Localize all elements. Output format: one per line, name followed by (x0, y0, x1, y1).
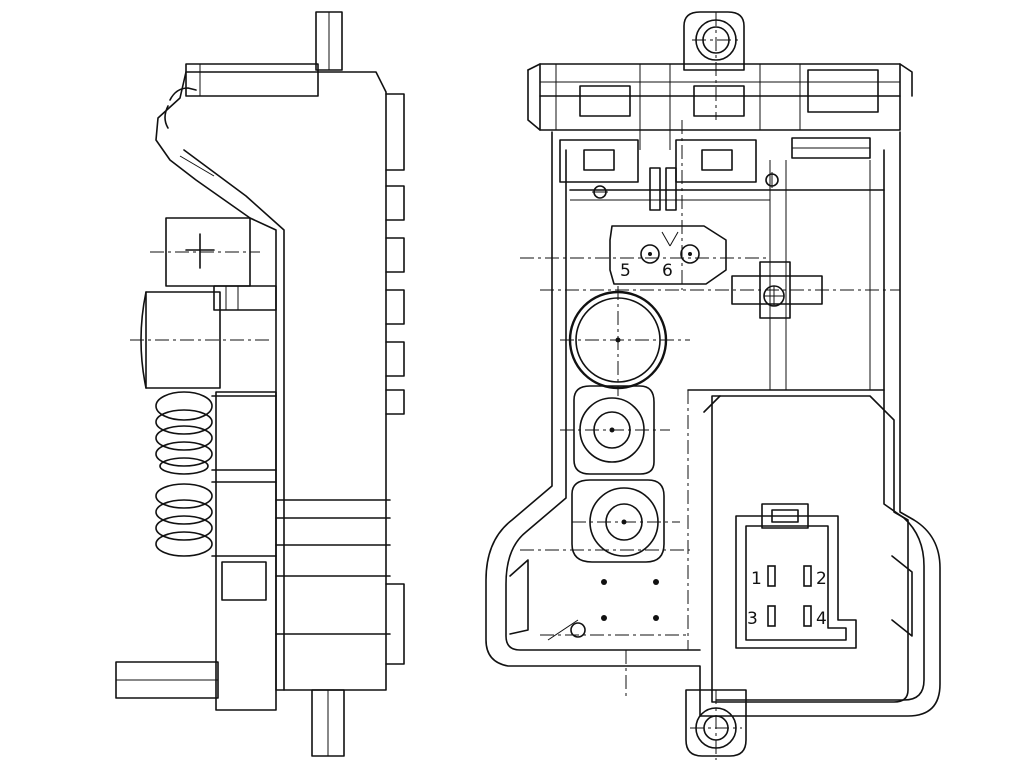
control-module (687, 389, 909, 703)
coil-upper (155, 391, 277, 475)
pin-label-1: 1 (751, 569, 762, 589)
terminal-block-5-6: 5 6 (609, 225, 727, 285)
top-mounting-hole (683, 11, 745, 120)
right-bracket-screw (731, 261, 823, 319)
solder-pads (601, 579, 659, 621)
pin-2 (803, 565, 812, 587)
pin-3 (767, 605, 776, 627)
terminal-label-6: 6 (662, 261, 673, 281)
cooling-fins (385, 185, 405, 415)
capacitor-large (560, 286, 690, 396)
connector-4-pin[interactable]: 1 2 3 4 (735, 503, 857, 649)
pin-4 (803, 605, 812, 627)
terminal-label-5: 5 (620, 261, 631, 281)
pin-label-2: 2 (816, 569, 827, 589)
front-view: 5 6 (485, 11, 941, 760)
pin-label-3: 3 (747, 609, 758, 629)
side-view (115, 11, 405, 757)
coil-lower (155, 481, 277, 557)
pin-label-4: 4 (816, 609, 827, 629)
capacitor-small (571, 479, 680, 563)
capacitor-medium (560, 385, 670, 475)
bottom-mounting-hole (685, 689, 747, 760)
pin-1 (767, 565, 776, 587)
